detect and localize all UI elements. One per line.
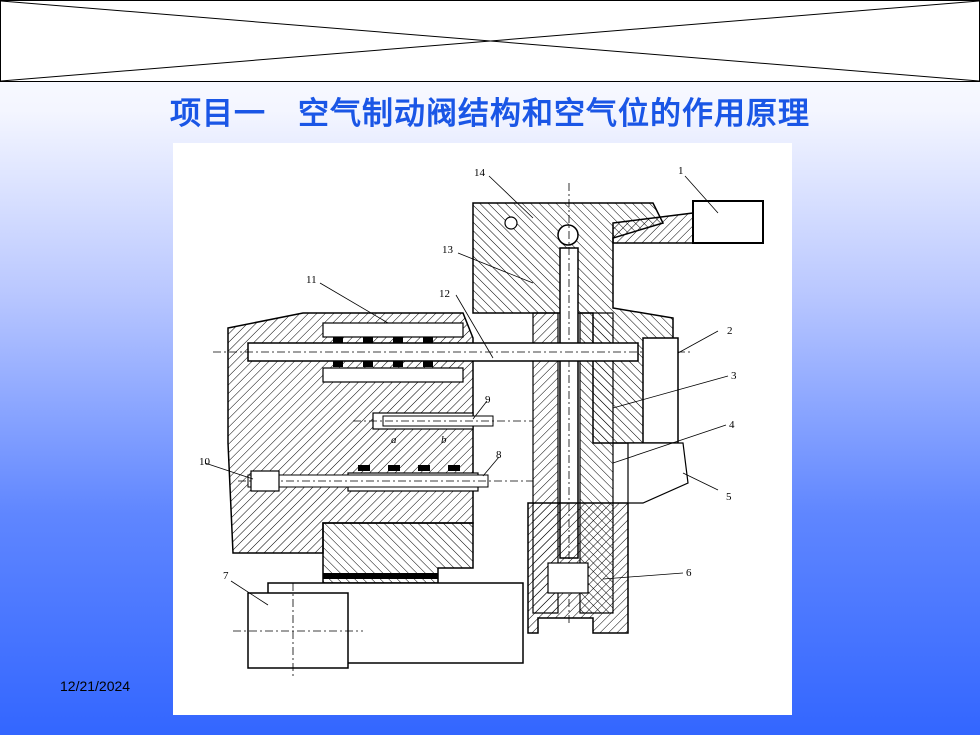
label-part-13: 13: [442, 244, 454, 256]
label-part-3: 3: [731, 370, 737, 382]
label-a: a: [391, 434, 397, 446]
slide-title: 项目一 空气制动阀结构和空气位的作用原理: [170, 96, 810, 132]
label-part-9: 9: [485, 394, 491, 406]
label-part-5: 5: [726, 491, 732, 503]
valve-cross-section: 1 2 3 4 5 6 7 8 9 10 11 12 13 14 a b: [199, 165, 764, 678]
label-part-6: 6: [686, 567, 692, 579]
label-part-1: 1: [678, 165, 684, 177]
label-part-7: 7: [223, 570, 229, 582]
label-part-2: 2: [727, 325, 733, 337]
slide-date: 12/21/2024: [60, 678, 131, 694]
label-part-14: 14: [474, 167, 486, 179]
label-part-4: 4: [729, 419, 735, 431]
label-part-8: 8: [496, 449, 502, 461]
valve-diagram: 1 2 3 4 5 6 7 8 9 10 11 12 13 14 a b: [173, 143, 792, 715]
label-part-11: 11: [306, 274, 317, 286]
header-banner: [0, 0, 980, 82]
banner-cross-lines: [1, 1, 979, 81]
label-part-10: 10: [199, 456, 211, 468]
label-b: b: [441, 434, 447, 446]
label-part-12: 12: [439, 288, 450, 300]
